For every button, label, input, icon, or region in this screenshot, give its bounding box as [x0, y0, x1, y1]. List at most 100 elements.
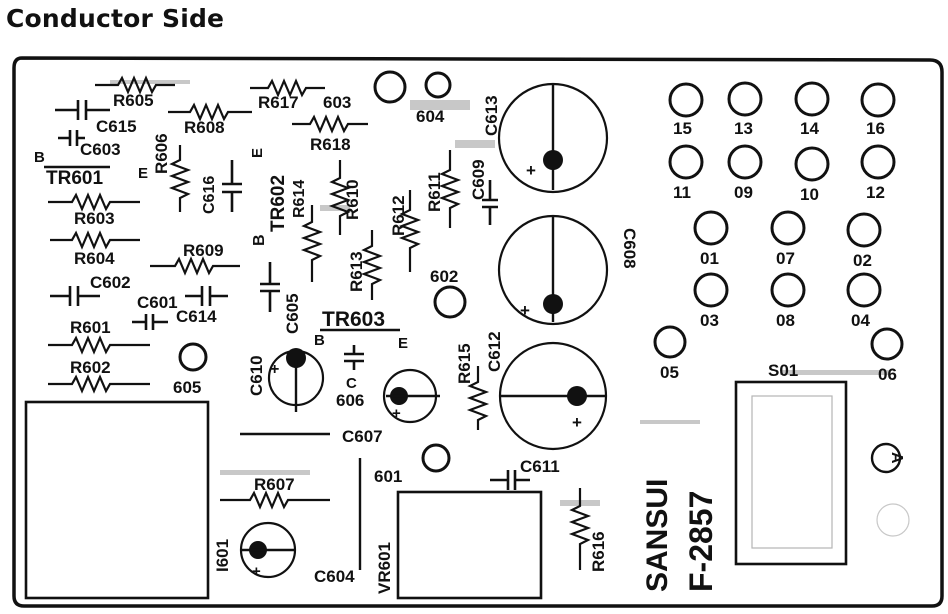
label-e2: E: [249, 148, 266, 158]
mounting-hole: [876, 503, 910, 537]
label-pad-09: 09: [734, 183, 753, 202]
label-r616: R616: [589, 531, 608, 572]
resistor-r615: [466, 366, 490, 430]
capacitor-c605: [260, 262, 280, 312]
label-r603: R603: [74, 209, 115, 228]
switch-s01: [734, 380, 848, 566]
pad-16: [860, 82, 896, 118]
label-vr601: VR601: [375, 542, 394, 594]
c608-terminal: [543, 294, 563, 314]
capacitor-c608: [497, 214, 609, 326]
resistor-r609: [150, 256, 240, 276]
label-r607: R607: [254, 475, 295, 494]
label-r614: R614: [291, 180, 308, 218]
label-b1: B: [34, 149, 45, 166]
resistor-r601: [48, 335, 150, 355]
capacitor-c611: [490, 470, 530, 490]
label-r608: R608: [184, 118, 225, 137]
label-c607: C607: [342, 427, 383, 446]
label-r618: R618: [310, 135, 351, 154]
label-c606: 606: [336, 391, 364, 410]
label-b2: B: [251, 234, 268, 246]
resistor-r614: [300, 205, 324, 282]
pad-01: [693, 210, 729, 246]
label-pad-13: 13: [734, 119, 753, 138]
label-c614: C614: [176, 307, 217, 326]
label-r602: R602: [70, 358, 111, 377]
c612-plus: +: [572, 413, 582, 432]
c606-plus: +: [392, 405, 401, 422]
resistor-r605: [95, 75, 175, 95]
label-r613: R613: [347, 251, 366, 292]
pad-602: [433, 285, 467, 319]
resistor-r613: [360, 230, 384, 300]
marker-a: [870, 442, 902, 474]
resistor-r607: [220, 490, 330, 510]
label-c616: C616: [201, 176, 218, 214]
label-pad-02: 02: [853, 251, 872, 270]
resistor-r603: [48, 192, 140, 212]
switch-s01-inner: [751, 395, 833, 549]
capacitor-c609: [482, 180, 498, 225]
pad-06: [870, 327, 904, 361]
label-c615: C615: [96, 117, 137, 136]
model-label: F-2857: [683, 491, 719, 592]
pad-11: [668, 144, 704, 180]
c613-terminal: [543, 150, 563, 170]
board-outline: [12, 56, 944, 608]
pad-601: [421, 443, 451, 473]
label-pad-16: 16: [866, 119, 885, 138]
label-r617: R617: [258, 93, 299, 112]
label-c601: C601: [137, 293, 178, 312]
resistor-r611: [438, 150, 462, 228]
capacitor-c601: [132, 314, 168, 330]
capacitor-c603: [58, 130, 85, 146]
label-pad-05: 05: [660, 363, 679, 382]
label-pad-06: 06: [878, 365, 897, 384]
label-pad-15: 15: [673, 119, 692, 138]
capacitor-tr603-c: [344, 345, 364, 370]
label-r609: R609: [183, 241, 224, 260]
pad-14: [794, 81, 830, 117]
label-pad-11: 11: [673, 183, 691, 202]
label-r604: R604: [74, 249, 115, 268]
label-pad-01: 01: [700, 249, 719, 268]
label-b3: B: [314, 332, 325, 349]
label-c605: C605: [283, 293, 302, 334]
label-s01: S01: [768, 361, 798, 380]
vr601-body: [396, 490, 543, 600]
label-pad-04: 04: [851, 311, 870, 330]
label-c604: C604: [314, 567, 355, 586]
pad-03: [693, 272, 729, 308]
c610-plus: +: [270, 361, 279, 378]
pad-12: [860, 144, 896, 180]
label-c612: C612: [485, 331, 504, 372]
capacitor-c613: [497, 82, 609, 194]
label-i601: I601: [213, 539, 232, 572]
label-pad-03: 03: [700, 311, 719, 330]
pad-02: [846, 212, 882, 248]
label-c608: C608: [620, 228, 639, 269]
label-r601: R601: [70, 318, 111, 337]
capacitor-c616: [222, 160, 242, 212]
label-c602: C602: [90, 273, 131, 292]
pad-08: [770, 272, 806, 308]
c608-plus: +: [520, 301, 530, 320]
capacitor-c614: [185, 286, 228, 306]
c612-terminal: [567, 386, 587, 406]
pad-04: [846, 272, 882, 308]
label-pad-605: 605: [173, 378, 201, 397]
c610-terminal: [286, 348, 306, 368]
label-r606: R606: [152, 133, 171, 174]
label-r605: R605: [113, 91, 154, 110]
capacitor-c615: [55, 100, 110, 120]
resistor-r612: [398, 190, 422, 272]
resistor-r616: [568, 488, 592, 570]
label-c611: C611: [520, 457, 560, 476]
label-c610: C610: [247, 355, 266, 396]
label-marker-a: A: [888, 452, 905, 464]
brand-label: SANSUI: [641, 479, 674, 592]
label-pad-08: 08: [776, 311, 795, 330]
label-pad-14: 14: [800, 119, 819, 138]
